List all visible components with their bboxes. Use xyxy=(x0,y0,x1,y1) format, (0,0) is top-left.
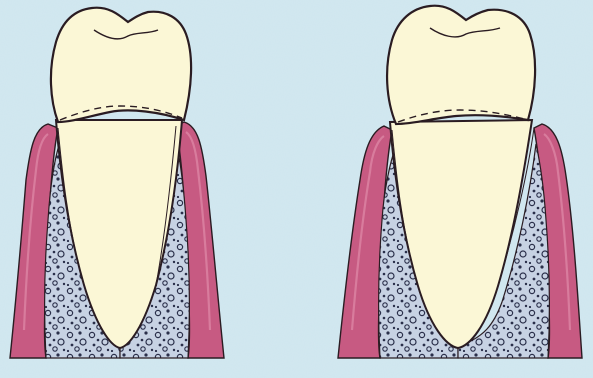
tooth-crown-right xyxy=(387,6,535,124)
tooth-crown-left xyxy=(51,8,191,122)
